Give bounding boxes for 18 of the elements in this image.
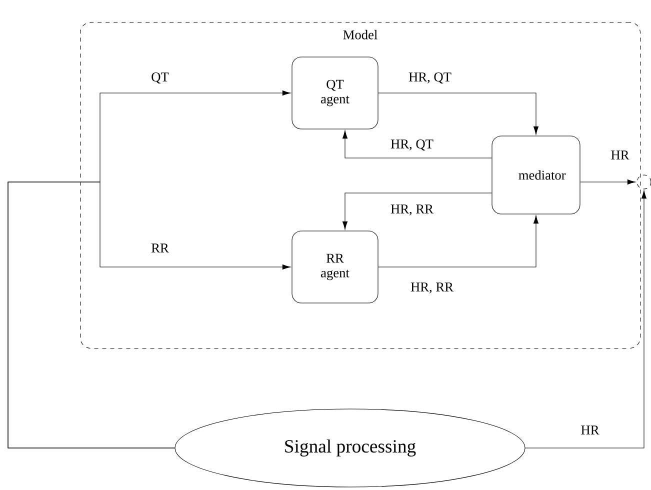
agent-box: RR agent [292, 230, 378, 304]
edge-label: RR [150, 242, 170, 254]
arrow [342, 130, 492, 158]
edge-label: HR, RR [409, 281, 455, 295]
edge-label: HR [579, 424, 601, 436]
mediator-box: mediator [492, 136, 580, 214]
edge-label: QT [150, 71, 170, 85]
arrow [342, 192, 492, 230]
arrow [525, 190, 647, 448]
edge-label: HR, QT [389, 138, 435, 152]
edge-label: HR, QT [407, 71, 453, 85]
arrow [378, 92, 539, 135]
agent-box: QT agent [292, 56, 378, 130]
arrow [378, 215, 539, 268]
arrow [8, 182, 291, 448]
arrow [580, 179, 636, 185]
edge-label: HR [609, 149, 631, 161]
edge-label: HR, RR [389, 203, 435, 217]
